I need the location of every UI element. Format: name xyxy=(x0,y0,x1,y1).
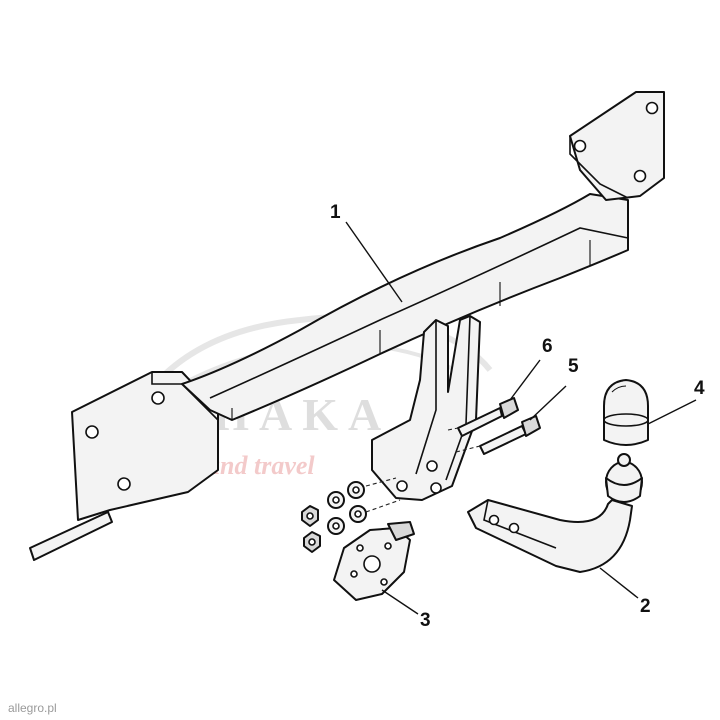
bracket-hole xyxy=(430,482,442,494)
tow-ball-tip xyxy=(617,453,631,467)
tow-ball-neck xyxy=(467,453,643,573)
leader-6 xyxy=(509,359,541,401)
callout-1: 1 xyxy=(330,202,341,223)
plate-hole xyxy=(85,425,99,439)
leader-1 xyxy=(345,221,403,303)
leader-5 xyxy=(529,385,567,421)
plate-hole xyxy=(645,101,659,115)
bolt-6 xyxy=(457,407,503,437)
bracket-hole xyxy=(396,480,408,492)
ball-cap xyxy=(603,379,649,446)
leader-2 xyxy=(599,567,639,599)
crossbar xyxy=(29,91,665,561)
bracket-hole xyxy=(426,460,438,472)
leader-3 xyxy=(381,589,419,615)
callout-5: 5 xyxy=(568,356,579,377)
callout-3: 3 xyxy=(420,610,431,631)
leader-4 xyxy=(647,399,697,425)
callout-4: 4 xyxy=(694,378,705,399)
plate-hole xyxy=(151,391,165,405)
watermark-site: allegro.pl xyxy=(8,701,57,715)
plate-hole xyxy=(633,169,647,183)
callout-2: 2 xyxy=(640,596,651,617)
bolts xyxy=(447,397,541,455)
socket-plate xyxy=(333,521,415,601)
nuts-and-washers xyxy=(301,477,401,553)
hitch-bracket xyxy=(371,315,481,501)
bolt-5 xyxy=(479,425,527,455)
callout-6: 6 xyxy=(542,336,553,357)
plate-hole xyxy=(117,477,131,491)
ball-neck-arm xyxy=(467,499,633,573)
callouts: 1 2 3 4 5 6 xyxy=(330,202,705,631)
plate-hole xyxy=(573,139,587,153)
crossbar-beam xyxy=(181,193,629,421)
ball-cap-body xyxy=(603,379,649,446)
socket-rod xyxy=(29,511,113,561)
left-mounting-plate xyxy=(71,371,219,521)
